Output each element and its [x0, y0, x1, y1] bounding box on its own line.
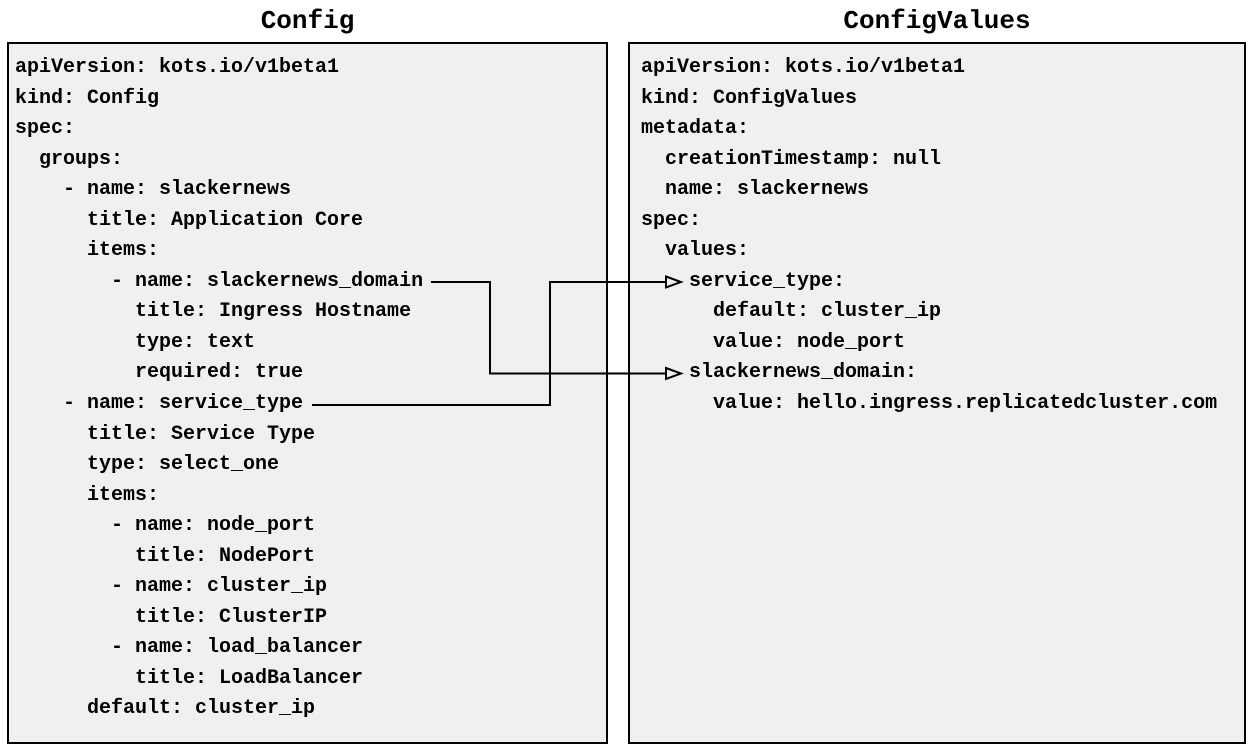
- config-yaml-panel: apiVersion: kots.io/v1beta1 kind: Config…: [7, 42, 608, 744]
- configvalues-yaml-panel: apiVersion: kots.io/v1beta1 kind: Config…: [628, 42, 1246, 744]
- configvalues-yaml-code: apiVersion: kots.io/v1beta1 kind: Config…: [641, 56, 1218, 416]
- configvalues-panel-title: ConfigValues: [843, 6, 1031, 36]
- config-panel-title: Config: [260, 6, 355, 36]
- config-yaml-code: apiVersion: kots.io/v1beta1 kind: Config…: [15, 56, 424, 721]
